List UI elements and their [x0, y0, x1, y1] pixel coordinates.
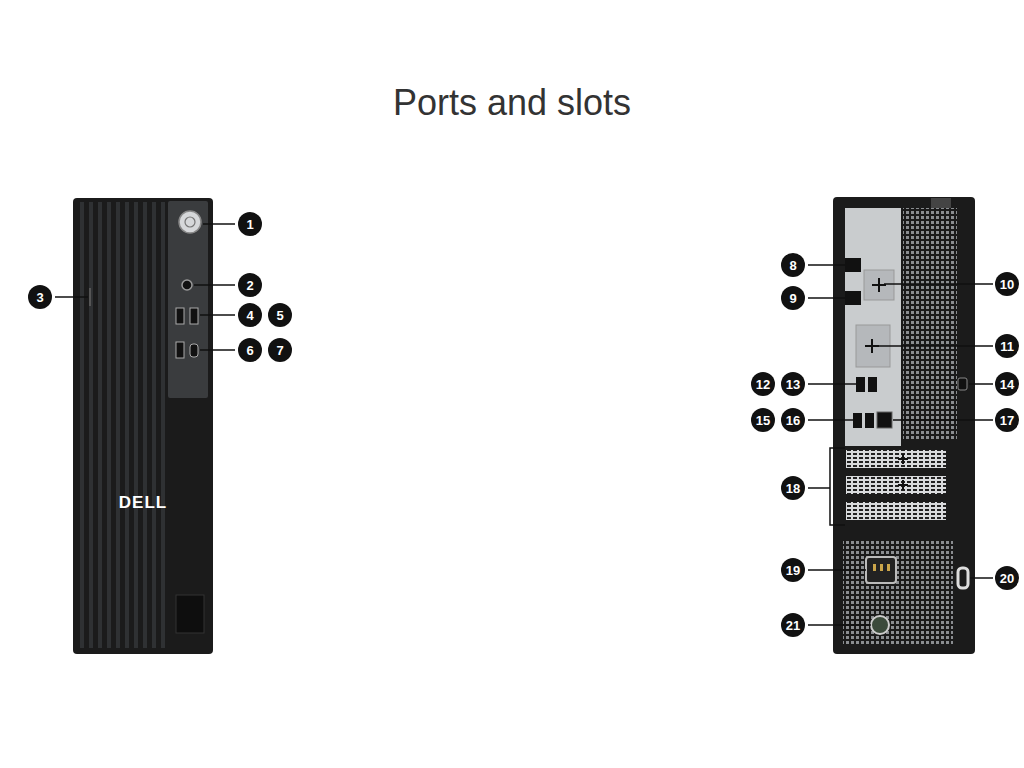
brand-logo: DELL	[119, 493, 167, 513]
callout-number: 3	[28, 285, 52, 309]
callout-number: 14	[995, 372, 1019, 396]
callout-number: 21	[781, 613, 805, 637]
callout-number: 7	[268, 338, 292, 362]
callout-number: 15	[751, 408, 775, 432]
grille-stripe	[125, 202, 129, 648]
back-view	[833, 197, 975, 654]
page-title: Ports and slots	[0, 82, 1024, 124]
grille-stripe	[89, 202, 93, 648]
callout-number: 6	[238, 338, 262, 362]
callout-number: 8	[781, 253, 805, 277]
grille-stripe	[107, 202, 111, 648]
grille-stripe	[161, 202, 165, 648]
callout-number: 10	[995, 272, 1019, 296]
leader-lines	[55, 224, 993, 625]
callout-number: 13	[781, 372, 805, 396]
callout-number: 20	[995, 566, 1019, 590]
callout-number: 17	[995, 408, 1019, 432]
grille-stripe	[116, 202, 120, 648]
callout-number: 16	[781, 408, 805, 432]
callout-number: 9	[781, 286, 805, 310]
grille-stripe	[152, 202, 156, 648]
callout-number: 4	[238, 303, 262, 327]
callout-number: 19	[781, 558, 805, 582]
grille-stripe	[80, 202, 84, 648]
callout-number: 12	[751, 372, 775, 396]
front-view	[73, 198, 213, 654]
callout-number: 1	[238, 212, 262, 236]
callout-number: 2	[238, 273, 262, 297]
callout-number: 11	[995, 334, 1019, 358]
callout-number: 5	[268, 303, 292, 327]
callout-number: 18	[781, 476, 805, 500]
grille-stripe	[143, 202, 147, 648]
grille-stripe	[98, 202, 102, 648]
grille-stripe	[134, 202, 138, 648]
